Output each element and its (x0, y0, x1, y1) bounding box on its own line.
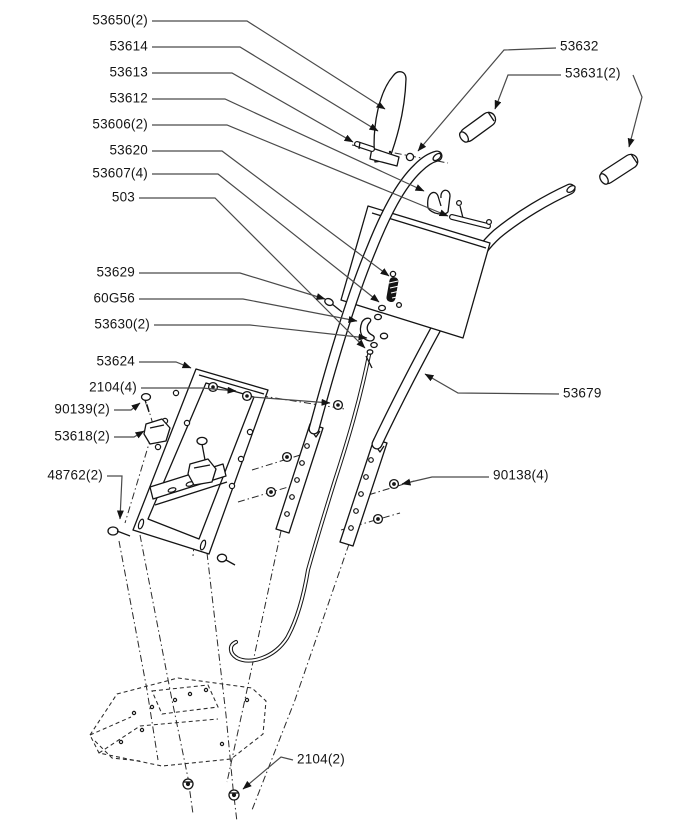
labels-layer: 53650(2) 53614 53613 53612 53606(2) 53620 5360… (47, 13, 643, 790)
leader-line-53631-2 (627, 74, 643, 148)
leader-line-53679 (424, 373, 560, 395)
leader-line-2104-4 (141, 386, 237, 394)
part-label-53632: 53632 (560, 39, 599, 54)
pivot-pin (354, 141, 375, 152)
leader-line-60G56 (139, 298, 358, 323)
spring (386, 270, 403, 309)
leader-line-53606-2 (152, 124, 449, 217)
part-label-53607-4: 53607(4) (92, 166, 148, 181)
handle-strap-right (339, 438, 388, 547)
part-label-53618-2: 53618(2) (54, 429, 110, 444)
part-label-53679: 53679 (563, 386, 602, 401)
leader-line-53632 (417, 47, 557, 152)
deck-outline (89, 677, 267, 767)
retainer-ring (405, 152, 415, 162)
leader-line-53607-4 (152, 173, 380, 303)
leader-line-90139-2 (114, 402, 141, 411)
bolt-90139 (140, 392, 152, 413)
leader-line-53620 (152, 150, 390, 277)
bolt-mid-frame (196, 436, 208, 461)
part-label-53631-2: 53631(2) (565, 66, 621, 81)
clamp-brackets-53618 (143, 418, 217, 486)
part-label-53624: 53624 (96, 354, 135, 369)
bolt-53629 (324, 297, 343, 313)
leader-line-2104-4 (251, 396, 331, 406)
part-label-53613: 53613 (109, 65, 148, 80)
leader-line-2104-2 (242, 756, 294, 790)
handle-strap-left (275, 423, 324, 534)
leader-line-53612 (152, 98, 425, 192)
bail-lever (369, 71, 407, 167)
part-label-90139-2: 90139(2) (54, 402, 110, 417)
leader-line-53650-2 (152, 20, 386, 110)
bolt-frame-bottom (216, 553, 236, 566)
leader-line-53613 (152, 72, 354, 143)
part-label-2104-4: 2104(4) (89, 380, 137, 395)
part-label-53629: 53629 (96, 265, 135, 280)
control-rod (228, 353, 373, 663)
washer-stack (366, 304, 389, 355)
part-label-503: 503 (112, 190, 135, 205)
part-label-53614: 53614 (109, 39, 148, 54)
flange-nuts-90138 (265, 451, 400, 525)
part-label-2104-2: 2104(2) (297, 752, 345, 767)
part-label-53650-2: 53650(2) (92, 13, 148, 28)
leader-line-53630-2 (154, 324, 368, 341)
leader-line-53614 (152, 46, 379, 132)
leader-line-53624 (139, 361, 192, 369)
part-label-60G56: 60G56 (93, 291, 135, 306)
leader-line-53618-2 (114, 430, 145, 439)
bolt-48762 (107, 526, 131, 537)
upper-handle-left-tube (308, 150, 443, 435)
leader-line-53629 (139, 272, 326, 300)
part-label-90138-4: 90138(4) (493, 468, 549, 483)
cable-clip (427, 189, 493, 229)
leader-line-48762-2 (107, 475, 124, 520)
leader-line-503 (139, 197, 366, 349)
leader-line-90138-4 (401, 476, 489, 486)
handle-grip-right (599, 153, 639, 185)
part-label-53630-2: 53630(2) (94, 317, 150, 332)
part-label-53612: 53612 (109, 91, 148, 106)
part-label-53620: 53620 (109, 143, 148, 158)
handle-grip-left (458, 111, 497, 143)
leader-line-53631-2 (494, 74, 561, 110)
bottom-nuts-2104 (182, 778, 240, 801)
part-label-48762-2: 48762(2) (47, 468, 103, 483)
part-label-53606-2: 53606(2) (92, 117, 148, 132)
